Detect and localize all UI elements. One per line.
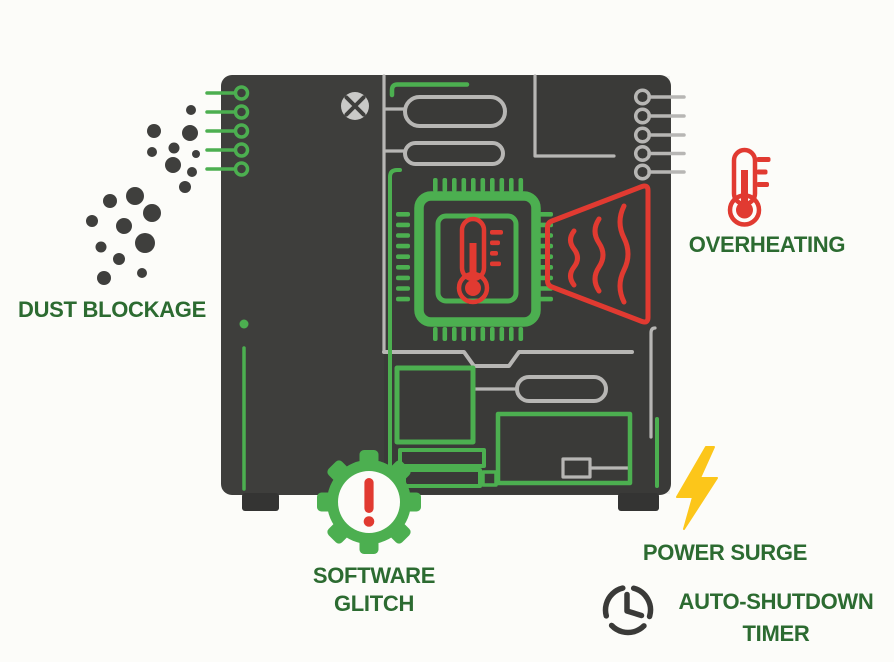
software-glitch-label: SOFTWARE GLITCH [301,562,447,618]
circuit-traces-gray [382,74,657,479]
cpu-chip-icon [396,178,553,341]
dust-particles-icon [86,105,200,285]
lightning-bolt-icon [676,446,718,530]
timer-clock-icon [602,584,654,636]
io-ports-icon [633,88,686,181]
xbox-logo-icon [341,92,369,120]
power-led [239,319,249,329]
exclamation-icon [363,478,375,527]
chip-thermometer-icon [456,216,503,305]
console-foot-right [618,493,659,511]
auto-shutdown-line2: TIMER [742,621,810,646]
gear-warning-icon [317,450,421,554]
dust-blockage-label: DUST BLOCKAGE [18,297,206,322]
console-foot-left [242,493,279,511]
auto-shutdown-line1: AUTO-SHUTDOWN [678,589,874,614]
vent-ports-icon [205,85,250,177]
software-glitch-line2: GLITCH [333,591,415,616]
heat-waves-icon [545,183,651,325]
software-glitch-line1: SOFTWARE [312,563,436,588]
power-surge-label: POWER SURGE [642,540,808,565]
circuit-traces-green [388,82,659,489]
overheating-label: OVERHEATING [688,232,846,257]
xbox-console [205,74,686,511]
overheating-thermometer-icon [727,147,771,227]
auto-shutdown-label: AUTO-SHUTDOWN TIMER [660,586,892,650]
